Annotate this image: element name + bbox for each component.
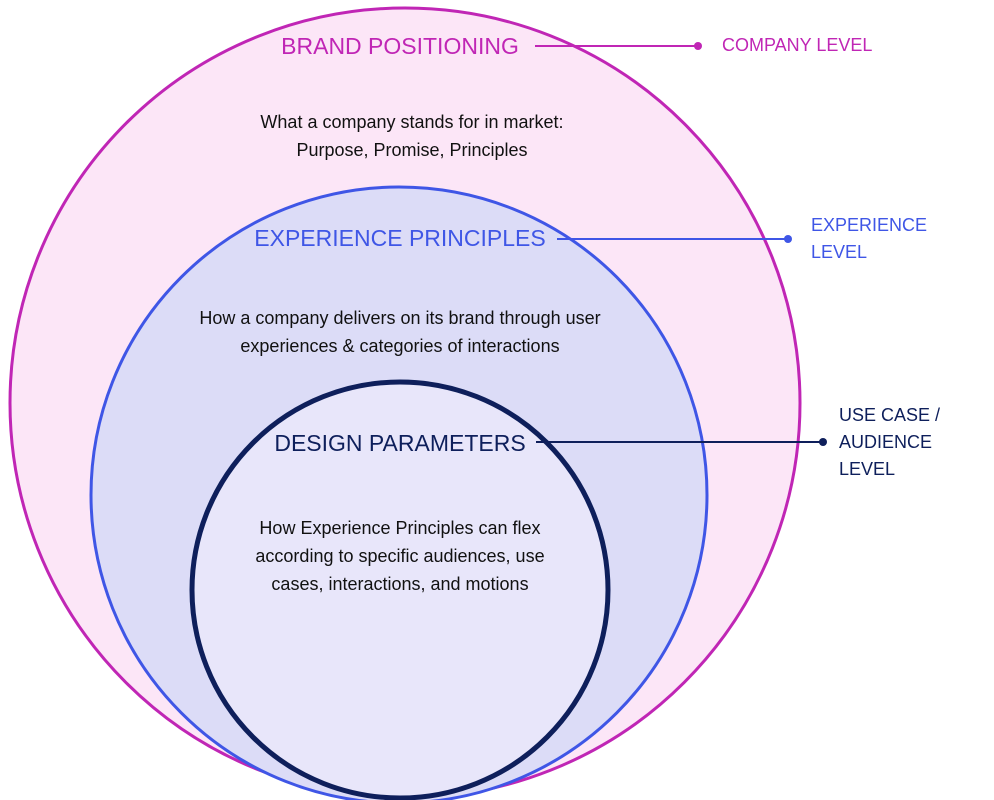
use-case-level-line-3: LEVEL: [839, 459, 896, 479]
design-desc-line-3: cases, interactions, and motions: [271, 574, 529, 594]
experience-desc-line-2: experiences & categories of interactions: [240, 336, 560, 356]
use-case-level-line-1: USE CASE /: [839, 405, 941, 425]
company-level-dot: [694, 42, 702, 50]
design-desc-line-1: How Experience Principles can flex: [259, 518, 541, 538]
design-desc-line-2: according to specific audiences, use: [255, 546, 545, 566]
use-case-level-line-2: AUDIENCE: [839, 432, 933, 452]
experience-principles-title: EXPERIENCE PRINCIPLES: [254, 225, 546, 251]
brand-positioning-title: BRAND POSITIONING: [281, 33, 519, 59]
experience-level-label: EXPERIENCE LEVEL: [811, 212, 927, 266]
use-case-level-dot: [819, 438, 827, 446]
experience-level-line-2: LEVEL: [811, 242, 868, 262]
experience-principles-description: How a company delivers on its brand thro…: [199, 304, 600, 360]
design-parameters-circle: [189, 379, 611, 800]
brand-desc-line-2: Purpose, Promise, Principles: [296, 140, 528, 160]
design-parameters-description: How Experience Principles can flex accor…: [255, 514, 544, 598]
experience-level-line-1: EXPERIENCE: [811, 215, 928, 235]
brand-positioning-description: What a company stands for in market: Pur…: [260, 108, 563, 164]
experience-desc-line-1: How a company delivers on its brand thro…: [199, 308, 601, 328]
use-case-level-label: USE CASE / AUDIENCE LEVEL: [839, 402, 940, 483]
brand-desc-line-1: What a company stands for in market:: [260, 112, 564, 132]
design-parameters-title: DESIGN PARAMETERS: [274, 430, 526, 456]
experience-level-dot: [784, 235, 792, 243]
company-level-label: COMPANY LEVEL: [722, 35, 873, 55]
